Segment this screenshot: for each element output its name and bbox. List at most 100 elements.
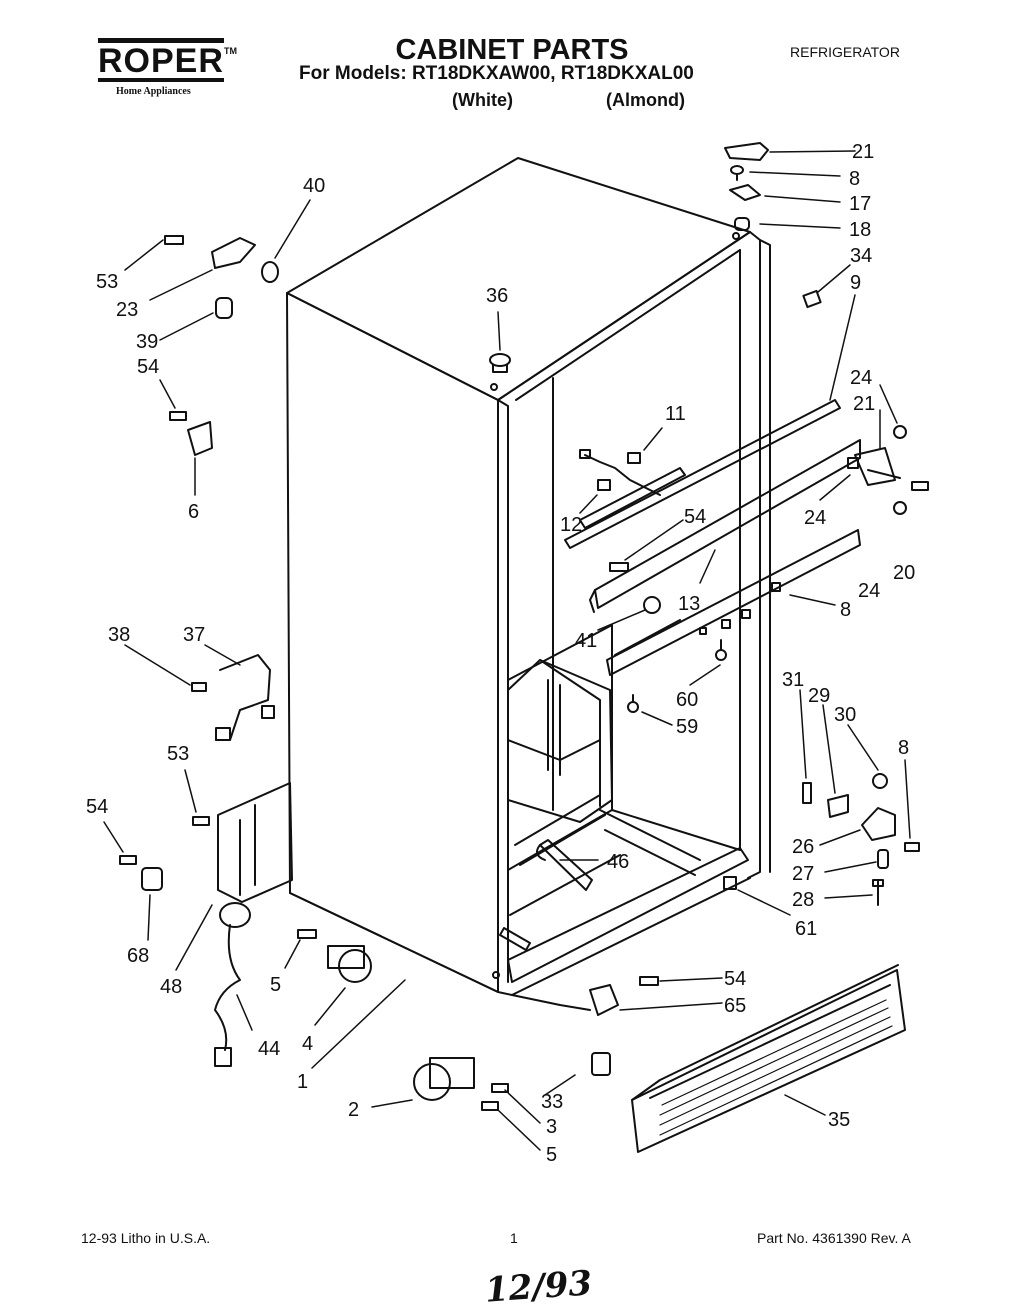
callout-36: 36 [486, 285, 508, 307]
logo-bar-bottom [98, 78, 224, 82]
screw-5-lower [481, 1101, 499, 1111]
screw-54-lower-left [119, 855, 137, 865]
callout-23: 23 [116, 299, 138, 321]
clip-68 [141, 867, 163, 891]
floor-rails [499, 794, 701, 951]
bracket-61 [723, 876, 737, 890]
screw-28 [872, 879, 884, 906]
washer-24-lower [893, 501, 907, 515]
callout-18: 18 [849, 219, 871, 241]
callout-24-lower: 24 [858, 580, 880, 602]
callout-53-top: 53 [96, 271, 118, 293]
center-hinge-21 [854, 447, 901, 486]
callout-40: 40 [303, 175, 325, 197]
callout-68: 68 [127, 945, 149, 967]
evaporator-cover [507, 659, 613, 823]
hinge-plug-34 [802, 289, 822, 309]
bracket-65 [589, 984, 619, 1016]
logo-trademark: TM [224, 46, 237, 56]
spacer-39 [215, 297, 233, 319]
clip-33 [591, 1052, 611, 1076]
callout-48: 48 [160, 976, 182, 998]
callout-labels: 21 8 17 18 34 9 24 21 40 53 23 39 54 6 3… [86, 141, 915, 1166]
screw-54-left [169, 411, 187, 421]
power-cord-44 [214, 902, 251, 1067]
mullion-cover-9 [606, 529, 861, 676]
callout-65: 65 [724, 995, 746, 1017]
callout-59: 59 [676, 716, 698, 738]
hinge-pin-27 [877, 849, 889, 869]
callout-53-lower: 53 [167, 743, 189, 765]
callout-19: 21 [852, 141, 874, 163]
center-rail-10 [564, 399, 841, 549]
variant-almond: (Almond) [606, 90, 685, 110]
callout-8-top: 8 [849, 168, 860, 190]
screw-3 [491, 1083, 509, 1093]
callout-6: 6 [188, 501, 199, 523]
bracket-48 [217, 782, 293, 903]
callout-27: 27 [792, 863, 814, 885]
callout-41: 41 [575, 630, 597, 652]
callout-26: 26 [792, 836, 814, 858]
roper-logo: ROPER TM [98, 38, 237, 82]
screw-59 [627, 694, 639, 713]
callout-10: 9 [850, 272, 861, 294]
top-hinge-17 [729, 184, 761, 201]
callout-46: 46 [607, 851, 629, 873]
roller-4 [327, 945, 372, 983]
callout-20: 20 [893, 562, 915, 584]
roller-2 [413, 1057, 475, 1101]
appliance-category: REFRIGERATOR [790, 44, 900, 60]
callout-37: 37 [183, 624, 205, 646]
callout-5-upper: 5 [270, 974, 281, 996]
screw-5-upper [297, 929, 317, 939]
callout-24-upper: 24 [850, 367, 872, 389]
hinge-pin-18 [734, 217, 750, 231]
screw-54-bottom [639, 976, 659, 986]
callout-4: 4 [302, 1033, 313, 1055]
harness-37 [215, 654, 275, 741]
callout-21: 21 [853, 393, 875, 415]
footer-part-number: Part No. 4361390 Rev. A [757, 1230, 911, 1246]
screw-20 [911, 481, 929, 491]
center-rail-strip-12 [579, 467, 686, 529]
screw-38 [191, 682, 207, 692]
hinge-shim-29 [827, 794, 849, 818]
callout-17: 17 [849, 193, 871, 215]
callout-3: 3 [546, 1116, 557, 1138]
callout-54-rail: 54 [684, 506, 706, 528]
variant-white: (White) [452, 90, 513, 110]
callout-54-left: 54 [137, 356, 159, 378]
button-41 [643, 596, 661, 614]
screw-53-lower [192, 816, 210, 826]
callout-60: 60 [676, 689, 698, 711]
cabinet-body [286, 157, 771, 1011]
callout-39: 39 [136, 331, 158, 353]
callout-5-lower: 5 [546, 1144, 557, 1166]
callout-29: 29 [808, 685, 830, 707]
callout-28: 28 [792, 889, 814, 911]
callout-30: 30 [834, 704, 856, 726]
screw-60 [715, 639, 727, 661]
callout-1: 1 [297, 1071, 308, 1093]
callout-2: 2 [348, 1099, 359, 1121]
footer-page-number: 1 [510, 1230, 518, 1246]
models-line: For Models: RT18DKXAW00, RT18DKXAL00 [299, 63, 694, 84]
callout-54-lower-left: 54 [86, 796, 108, 818]
top-hinge-cover-19 [724, 142, 769, 161]
callout-61: 61 [795, 918, 817, 940]
callout-12: 12 [560, 514, 582, 536]
washer-30 [872, 773, 888, 789]
callout-33: 33 [541, 1091, 563, 1113]
drain-fitting-23 [211, 237, 256, 269]
callout-31: 31 [782, 669, 804, 691]
screw-54-rail [609, 562, 629, 572]
callout-44: 44 [258, 1038, 280, 1060]
screw-53-top [164, 235, 184, 245]
callout-34: 34 [850, 245, 872, 267]
leader-lines [103, 150, 911, 1151]
callout-9: 8 [840, 599, 851, 621]
top-hinge-screw-8 [730, 165, 744, 181]
logo-wordmark: ROPER [98, 42, 224, 80]
callout-13: 13 [678, 593, 700, 615]
